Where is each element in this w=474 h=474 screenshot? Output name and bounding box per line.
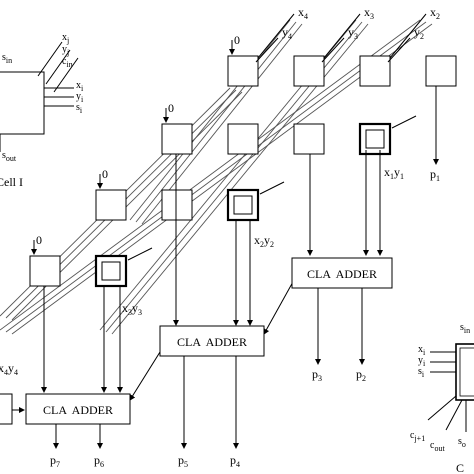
cell-i-caption: Cell I <box>0 175 23 189</box>
cell-i-input-c: cin <box>62 56 73 69</box>
zero-input-label: 0 <box>102 167 108 181</box>
input-y4: y4 <box>282 25 292 41</box>
cla-adder-3: CLA ADDER <box>25 393 131 425</box>
diag-label-x1y1: x1y1 <box>384 165 404 181</box>
array-cell <box>359 55 391 87</box>
array-cell-inner <box>101 261 121 281</box>
product-p3: p3 <box>312 367 322 383</box>
cell-i-input-y: yj <box>62 44 69 57</box>
cell-c-input-x: xi <box>418 344 426 357</box>
array-cell-inner <box>365 129 385 149</box>
array-cell <box>227 123 259 155</box>
zero-input-label: 0 <box>168 101 174 115</box>
input-x4: x4 <box>298 5 308 21</box>
input-x2: x2 <box>430 5 440 21</box>
cla-adder-box <box>159 325 265 357</box>
diag-label-x4y4: x4y4 <box>0 361 18 377</box>
diag-input-wires <box>127 115 417 261</box>
input-y3: y3 <box>348 25 358 41</box>
array-cell <box>293 123 325 155</box>
zero-input-label: 0 <box>234 33 240 47</box>
cell-c-input-s: si <box>418 366 425 379</box>
cell-i-box <box>0 71 45 135</box>
product-p1: p1 <box>430 167 440 183</box>
product-output-wires <box>53 288 365 449</box>
array-cell <box>425 55 457 87</box>
cla-adder-label: CLA ADDER <box>177 335 247 349</box>
input-y2: y2 <box>414 25 424 41</box>
cell-c-sum-in: sin <box>460 322 470 335</box>
array-cell <box>29 255 61 287</box>
cell-grid <box>29 55 457 288</box>
cell-c-carry-next: cj+1 <box>410 430 425 443</box>
cell-i-sum-in: sin <box>2 52 12 65</box>
cell-i-output-x: xi <box>76 80 84 93</box>
product-p2: p2 <box>356 367 366 383</box>
array-cell <box>161 123 193 155</box>
product-p4: p4 <box>230 453 240 469</box>
cell-c-sum-out: so <box>458 436 466 449</box>
diag-label-x2y2: x2y2 <box>254 233 274 249</box>
cell-i-wire <box>53 57 79 93</box>
array-cell <box>227 55 259 87</box>
cell-c-caption: C <box>456 461 464 474</box>
cla-adder-2: CLA ADDER <box>159 325 265 357</box>
cell-c-box <box>455 343 474 401</box>
cell-i-output-y: yi <box>76 91 84 104</box>
array-cell <box>293 55 325 87</box>
product-p5: p5 <box>178 453 188 469</box>
cla-adder-box <box>291 257 393 289</box>
cell-i-input-x: xj <box>62 32 69 45</box>
cell-i-sum-out: sout <box>2 150 17 163</box>
top-input-wires <box>255 13 427 63</box>
cell-c-input-y: yi <box>418 355 426 368</box>
cla-adder-1: CLA ADDER <box>291 257 393 289</box>
zero-input-arrows <box>31 40 235 255</box>
input-x3: x3 <box>364 5 374 21</box>
cell-i-output-s: si <box>76 102 83 115</box>
product-p6: p6 <box>94 453 104 469</box>
cla-adder-box <box>25 393 131 425</box>
partial-box <box>0 393 13 425</box>
cell-i-wire <box>45 49 71 85</box>
cell-c-carry-out: cout <box>430 440 445 453</box>
zero-input-label: 0 <box>36 233 42 247</box>
cell-c-block: sin xi yi si cj+1 cout so C <box>410 322 474 474</box>
product-p7: p7 <box>50 453 60 469</box>
array-cell-inner <box>233 195 253 215</box>
cell-i-block: xj yj cin sin xi yi si sout Cell I <box>0 32 84 189</box>
diag-label-x3y3: x3y3 <box>122 301 142 317</box>
cla-adder-label: CLA ADDER <box>307 267 377 281</box>
cell-c-wire <box>445 399 463 431</box>
cla-adder-label: CLA ADDER <box>43 403 113 417</box>
array-cell <box>95 189 127 221</box>
adder-feed-wires <box>41 86 439 401</box>
cell-i-wire <box>37 41 63 77</box>
array-cell <box>161 189 193 221</box>
cell-c-wire <box>427 395 457 421</box>
cell-c-inner <box>459 347 474 397</box>
